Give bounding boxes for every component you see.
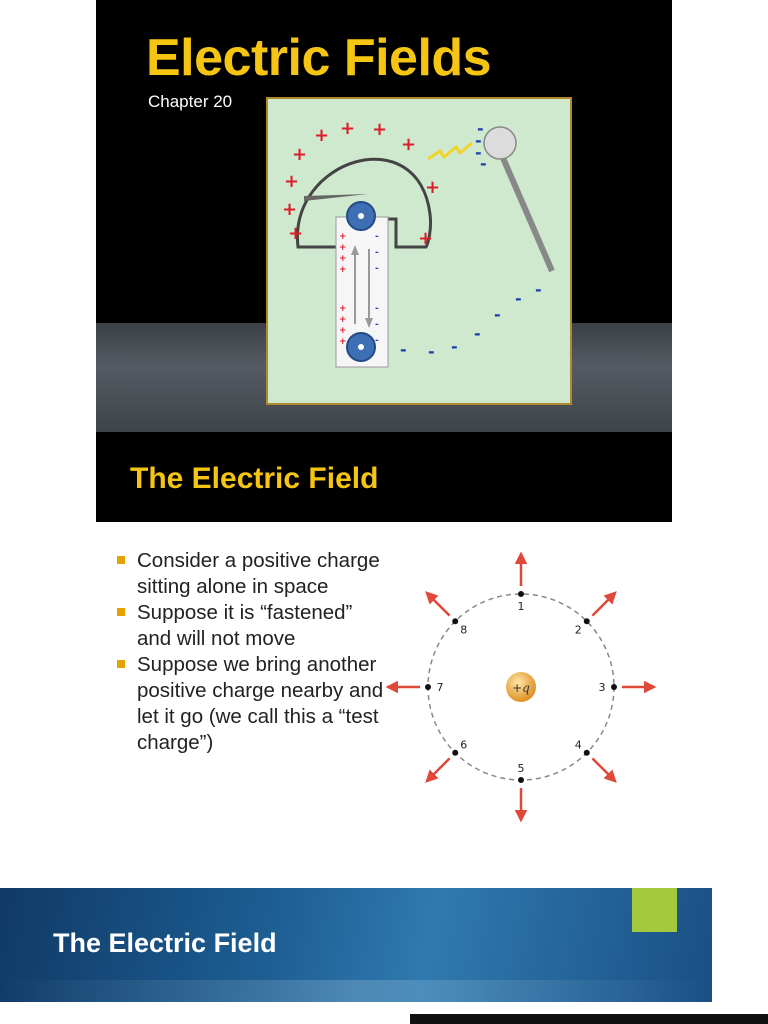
bullet-item: Suppose we bring another positive charge… [116, 652, 386, 756]
svg-text:+: + [339, 232, 347, 242]
bullet-item: Consider a positive charge sitting alone… [116, 548, 386, 600]
svg-text:-: - [375, 336, 379, 346]
svg-text:-: - [475, 143, 482, 162]
svg-text:-: - [428, 342, 435, 361]
svg-text:-: - [400, 340, 407, 359]
van-de-graaff-illustration: ++ ++ ++ ++ -- -- -- +++ +++ +++ + [266, 97, 572, 405]
field-arrow [591, 591, 617, 617]
slide-header: The Electric Field [96, 432, 672, 522]
svg-text:-: - [475, 131, 482, 150]
svg-text:-: - [535, 280, 542, 299]
field-point [518, 777, 524, 783]
ground-rod [497, 149, 555, 273]
field-point [583, 618, 590, 625]
svg-text:-: - [375, 248, 379, 258]
svg-text:+: + [339, 304, 347, 314]
svg-text:+: + [284, 171, 299, 192]
field-point-label: 2 [575, 624, 582, 637]
svg-text:-: - [375, 232, 379, 242]
field-point [611, 684, 617, 690]
svg-text:+: + [339, 243, 347, 253]
embedded-image-edge [410, 1014, 768, 1024]
accent-block [632, 888, 677, 932]
field-point [518, 591, 524, 597]
field-point [452, 618, 459, 625]
field-point-label: 4 [575, 738, 582, 751]
svg-text:+: + [282, 199, 297, 220]
field-point-label: 5 [518, 762, 525, 775]
svg-text:+: + [339, 254, 347, 264]
field-point-label: 6 [460, 738, 467, 751]
electric-field-diagram: +q 1 2 3 4 5 6 7 8 [386, 551, 656, 823]
svg-text:-: - [375, 304, 379, 314]
svg-text:-: - [451, 337, 458, 356]
slide-title: The Electric Field [53, 928, 277, 958]
spark [427, 141, 473, 161]
slide-electric-field: The Electric Field Consider a positive c… [96, 432, 672, 864]
svg-text:+: + [288, 223, 303, 244]
svg-text:+: + [401, 134, 416, 155]
bullet-list: Consider a positive charge sitting alone… [116, 548, 386, 756]
field-point-label: 8 [460, 624, 467, 637]
field-point-label: 1 [518, 600, 525, 613]
field-point-label: 7 [437, 681, 444, 694]
slide-title: The Electric Field [130, 462, 379, 495]
svg-text:+: + [372, 119, 387, 140]
svg-text:-: - [474, 324, 481, 343]
svg-text:+: + [339, 265, 347, 275]
svg-text:-: - [480, 154, 487, 173]
field-point [425, 684, 431, 690]
title-banner: The Electric Field [0, 888, 712, 1002]
field-point-label: 3 [599, 681, 606, 694]
field-arrow [425, 591, 451, 617]
svg-text:+: + [425, 177, 440, 198]
charge-label: +q [512, 681, 530, 695]
svg-text:-: - [515, 289, 522, 308]
svg-text:+: + [340, 118, 355, 139]
svg-text:+: + [339, 337, 347, 347]
electroscope-needle [304, 194, 368, 201]
svg-text:-: - [477, 119, 484, 138]
svg-text:+: + [314, 125, 329, 146]
field-arrow [591, 757, 617, 783]
dome-outline [296, 157, 432, 249]
svg-text:+: + [339, 326, 347, 336]
field-point [452, 749, 459, 756]
ground-sphere [483, 126, 517, 160]
svg-text:-: - [375, 264, 379, 274]
svg-text:+: + [339, 315, 347, 325]
field-arrow [425, 757, 451, 783]
svg-text:-: - [494, 305, 501, 324]
slide-title: Electric Fields [146, 29, 492, 87]
slide-subtitle: Chapter 20 [148, 92, 233, 111]
svg-text:+: + [292, 144, 307, 165]
field-point [583, 749, 590, 756]
slide-electric-field-alt: The Electric Field [0, 888, 768, 1024]
svg-text:+: + [418, 228, 433, 249]
van-de-graaff-drawing: ++ ++ ++ ++ -- -- -- +++ +++ +++ + [282, 118, 555, 368]
slide-electric-fields: Electric Fields Chapter 20 ++ ++ ++ ++ [96, 0, 672, 432]
svg-text:-: - [375, 320, 379, 330]
source-charge [506, 672, 536, 702]
bullet-item: Suppose it is “fastened” and will not mo… [116, 600, 386, 652]
